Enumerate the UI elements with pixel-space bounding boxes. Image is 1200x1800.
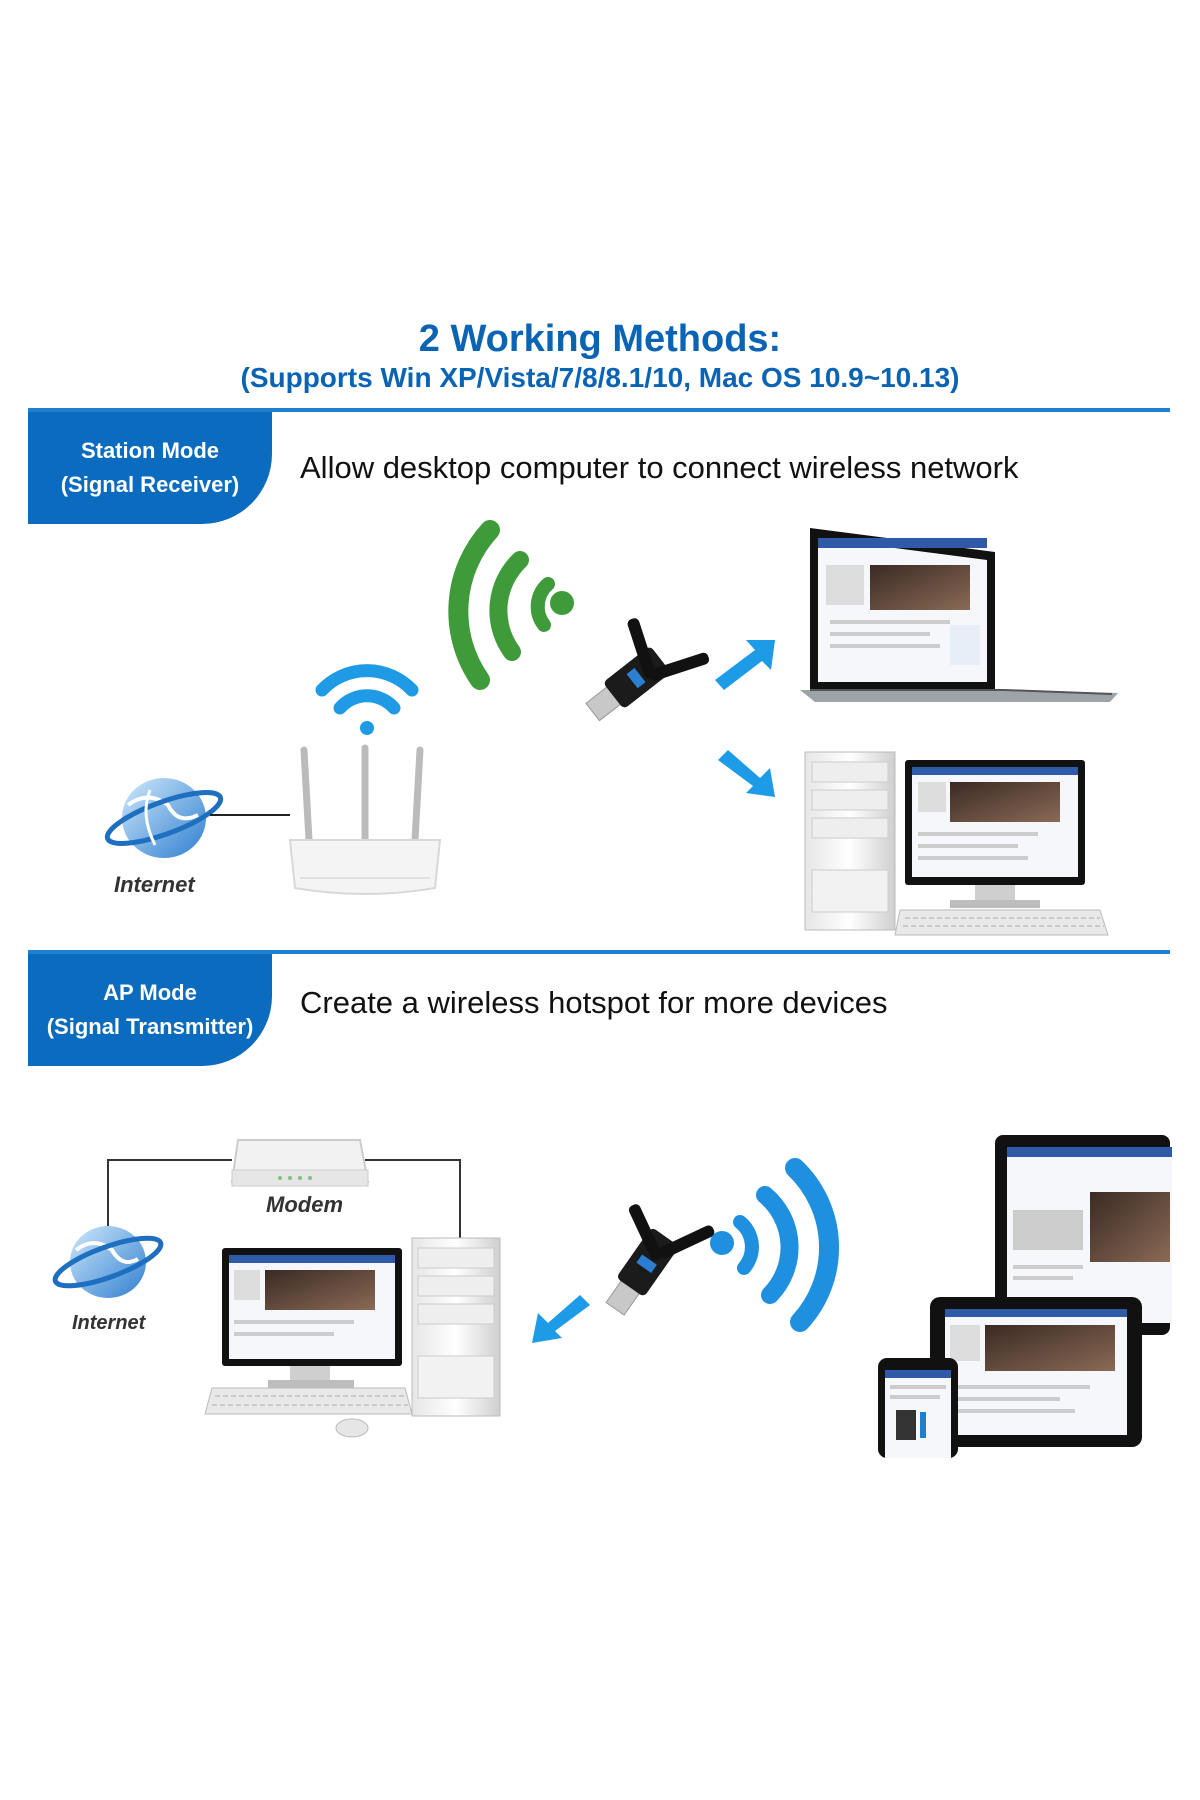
arrow-icon xyxy=(718,750,775,797)
desktop-computer-icon xyxy=(204,1237,501,1438)
laptop-icon xyxy=(800,528,1118,702)
usb-adapter-icon xyxy=(585,618,710,722)
section-divider-ap xyxy=(28,950,1170,954)
wifi-icon xyxy=(710,1158,839,1332)
ap-mode-tab-subtitle: (Signal Transmitter) xyxy=(46,1014,254,1039)
modem-label: Modem xyxy=(266,1192,343,1217)
router-icon xyxy=(288,744,442,895)
tablet-icon xyxy=(995,1135,1172,1335)
internet-label: Internet xyxy=(72,1312,146,1334)
station-mode-tab: Station Mode (Signal Receiver) xyxy=(28,412,272,524)
ap-mode-tab: AP Mode (Signal Transmitter) xyxy=(28,954,272,1066)
station-mode-tab-title: Station Mode xyxy=(80,438,220,463)
wifi-icon xyxy=(315,664,419,735)
desktop-computer-icon xyxy=(804,751,1109,936)
phone-icon xyxy=(878,1358,958,1458)
station-mode-description: Allow desktop computer to connect wirele… xyxy=(300,450,1019,485)
internet-label: Internet xyxy=(114,872,195,897)
page-title: 2 Working Methods: xyxy=(418,318,782,360)
network-cable xyxy=(107,1159,461,1240)
arrow-icon xyxy=(715,640,775,690)
ap-mode-description: Create a wireless hotspot for more devic… xyxy=(300,985,888,1020)
section-divider-station xyxy=(28,408,1170,412)
ap-mode-tab-title: AP Mode xyxy=(103,980,197,1005)
tablet-icon xyxy=(930,1297,1142,1447)
station-mode-tab-subtitle: (Signal Receiver) xyxy=(60,472,240,497)
wifi-icon xyxy=(448,520,574,690)
usb-adapter-icon xyxy=(605,1204,715,1316)
globe-icon xyxy=(52,1226,164,1298)
globe-icon xyxy=(104,778,224,858)
modem-icon xyxy=(230,1139,370,1187)
page-subtitle: (Supports Win XP/Vista/7/8/8.1/10, Mac O… xyxy=(240,362,960,393)
arrow-icon xyxy=(532,1295,590,1343)
